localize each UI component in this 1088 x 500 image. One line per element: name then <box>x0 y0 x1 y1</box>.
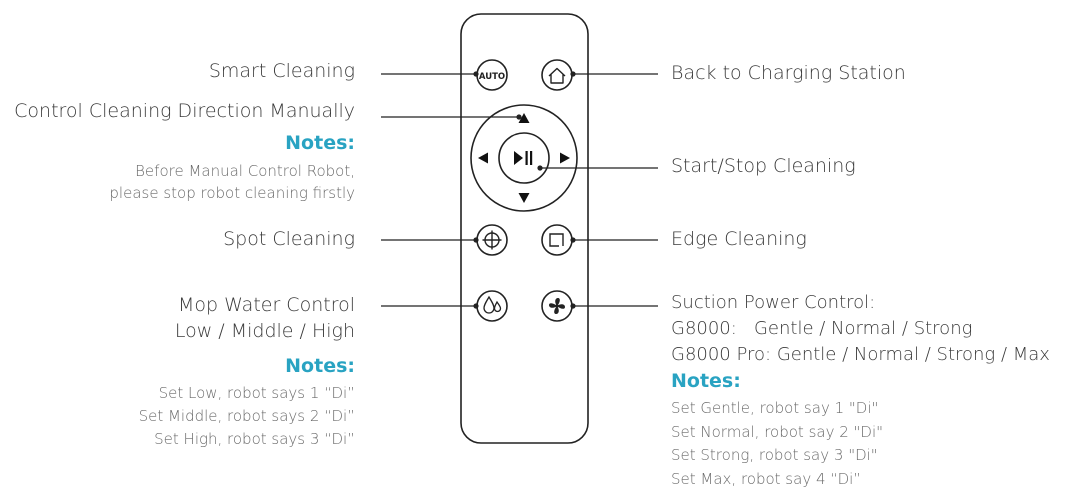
suction-button[interactable] <box>541 290 573 322</box>
suction-notes-title: Notes: <box>671 370 741 392</box>
suction-title: Suction Power Control: <box>671 292 876 313</box>
direction-note-line: please stop robot cleaning firstly <box>109 184 355 202</box>
suction-g8000: G8000: Gentle / Normal / Strong <box>671 318 973 339</box>
mop-note-line: Set Low, robot says 1 “Di” <box>158 384 355 402</box>
direction-notes: Before Manual Control Robot, please stop… <box>109 160 355 204</box>
direction-pad <box>470 104 578 212</box>
edge-button[interactable] <box>541 224 573 256</box>
suction-note-line: Set Max, robot say 4 “Di” <box>671 469 862 488</box>
home-button[interactable] <box>541 59 573 91</box>
leader-lines <box>381 71 658 309</box>
suction-note-line: Set Strong, robot say 3 "Di" <box>671 446 878 464</box>
spot-button[interactable] <box>476 224 508 256</box>
triangle-left-icon[interactable] <box>478 152 488 164</box>
direction-note-line: Before Manual Control Robot, <box>135 162 355 180</box>
mop-notes-title: Notes: <box>285 355 355 377</box>
triangle-up-icon[interactable] <box>518 113 530 123</box>
mop-water-levels: Low / Middle / High <box>174 320 355 342</box>
start-stop-label: Start/Stop Cleaning <box>671 155 856 177</box>
smart-cleaning-label: Smart Cleaning <box>208 60 355 82</box>
water-drops-icon <box>483 295 502 314</box>
edge-cleaning-label: Edge Cleaning <box>671 228 807 250</box>
spot-cleaning-label: Spot Cleaning <box>223 228 355 250</box>
mop-water-label: Mop Water Control Low / Middle / High <box>175 292 355 344</box>
auto-button[interactable]: AUTO <box>476 59 508 91</box>
play-pause-button[interactable] <box>498 132 550 184</box>
target-icon <box>482 230 502 250</box>
direction-notes-title: Notes: <box>285 132 355 154</box>
suction-power-label: Suction Power Control: G8000: Gentle / N… <box>671 290 1050 368</box>
auto-button-label: AUTO <box>479 72 505 82</box>
back-to-charging-label: Back to Charging Station <box>671 62 906 84</box>
suction-notes: Set Gentle, robot say 1 "Di" Set Normal,… <box>671 397 883 491</box>
fan-icon <box>549 298 565 314</box>
home-icon <box>548 67 566 84</box>
suction-note-line: Set Normal, robot say 2 "Di" <box>671 422 884 441</box>
control-direction-label: Control Cleaning Direction Manually <box>14 100 355 122</box>
triangle-down-icon[interactable] <box>518 193 530 203</box>
mop-note-line: Set Middle, robot says 2 “Di” <box>138 407 355 425</box>
mop-water-title: Mop Water Control <box>177 294 355 316</box>
mop-notes: Set Low, robot says 1 “Di” Set Middle, r… <box>139 382 355 451</box>
triangle-right-icon[interactable] <box>560 152 570 164</box>
play-pause-icon <box>514 151 533 165</box>
mop-water-button[interactable] <box>476 290 508 322</box>
suction-note-line: Set Gentle, robot say 1 "Di" <box>671 399 879 417</box>
edge-square-icon <box>549 233 564 247</box>
mop-note-line: Set High, robot says 3 “Di” <box>154 430 355 448</box>
suction-g8000-pro: G8000 Pro: Gentle / Normal / Strong / Ma… <box>671 344 1050 365</box>
